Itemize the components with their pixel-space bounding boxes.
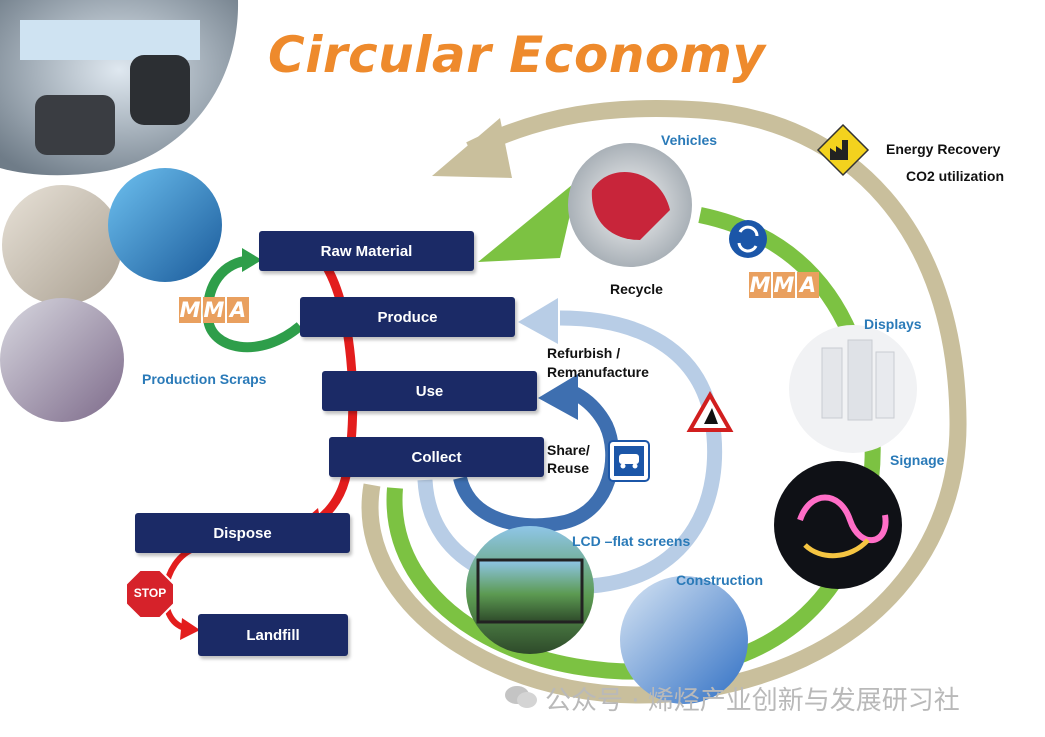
landfill-box: Landfill: [198, 614, 348, 656]
signage-photo: [774, 461, 902, 589]
lcd-label: LCD –flat screens: [572, 533, 691, 549]
signage-label: Signage: [890, 452, 945, 468]
mma-badge-left: M M A: [179, 297, 249, 323]
produce-box: Produce: [300, 297, 515, 337]
use-box: Use: [322, 371, 537, 411]
stop-sign-text: STOP: [133, 586, 167, 600]
mma-letter-3: A: [227, 297, 249, 323]
reuse-loop: [453, 384, 620, 533]
blue-plastic-photo: [108, 168, 222, 282]
co2-utilization-label: CO2 utilization: [906, 168, 1004, 184]
recycle-arrows-icon: [729, 220, 767, 258]
reuse-label: Reuse: [547, 460, 590, 476]
production-scraps-arrowhead: [242, 248, 262, 272]
recycle-label: Recycle: [610, 281, 663, 297]
construction-label: Construction: [676, 572, 764, 588]
plastic-bags-photo: [0, 298, 124, 422]
mma-letter-2: M: [203, 297, 225, 323]
displays-label: Displays: [864, 316, 922, 332]
recycle-arrow-to-raw: [478, 180, 578, 262]
stop-sign-icon: [125, 569, 175, 619]
energy-recovery-label: Energy Recovery: [886, 141, 1001, 157]
energy-recovery-arrowhead: [432, 118, 512, 178]
share-label: Share/: [547, 442, 590, 458]
mma-letter-3: A: [797, 272, 819, 298]
page-title: Circular Economy: [268, 26, 766, 84]
dispose-box: Dispose: [135, 513, 350, 553]
raw-material-box: Raw Material: [259, 231, 474, 271]
energy-recovery-ring: [361, 99, 967, 704]
remanufacture-label: Remanufacture: [547, 364, 649, 380]
mma-letter-2: M: [773, 272, 795, 298]
car-interior-photo: [0, 0, 239, 176]
mma-badge-right: M M A: [749, 272, 819, 298]
construction-photo: [620, 576, 748, 704]
mma-letter-1: M: [179, 297, 201, 323]
watermark-text: 公众号 · 烯烃产业创新与发展研习社: [545, 686, 960, 716]
car-sharing-icon: [608, 440, 650, 482]
recycle-ring: [386, 207, 881, 680]
mma-letter-1: M: [749, 272, 771, 298]
reuse-arrowhead: [538, 374, 578, 420]
factory-warning-icon: [816, 123, 870, 177]
raw-scrap-photo: [2, 185, 122, 305]
production-scraps-label: Production Scraps: [142, 371, 267, 387]
landfill-arrowhead: [180, 618, 200, 640]
collect-box: Collect: [329, 437, 544, 477]
vehicles-label: Vehicles: [661, 132, 718, 148]
refurbish-arrowhead: [518, 298, 558, 344]
roadwork-sign-icon: [686, 390, 734, 432]
refurbish-label: Refurbish /: [547, 345, 621, 361]
wechat-icon: [505, 686, 537, 708]
